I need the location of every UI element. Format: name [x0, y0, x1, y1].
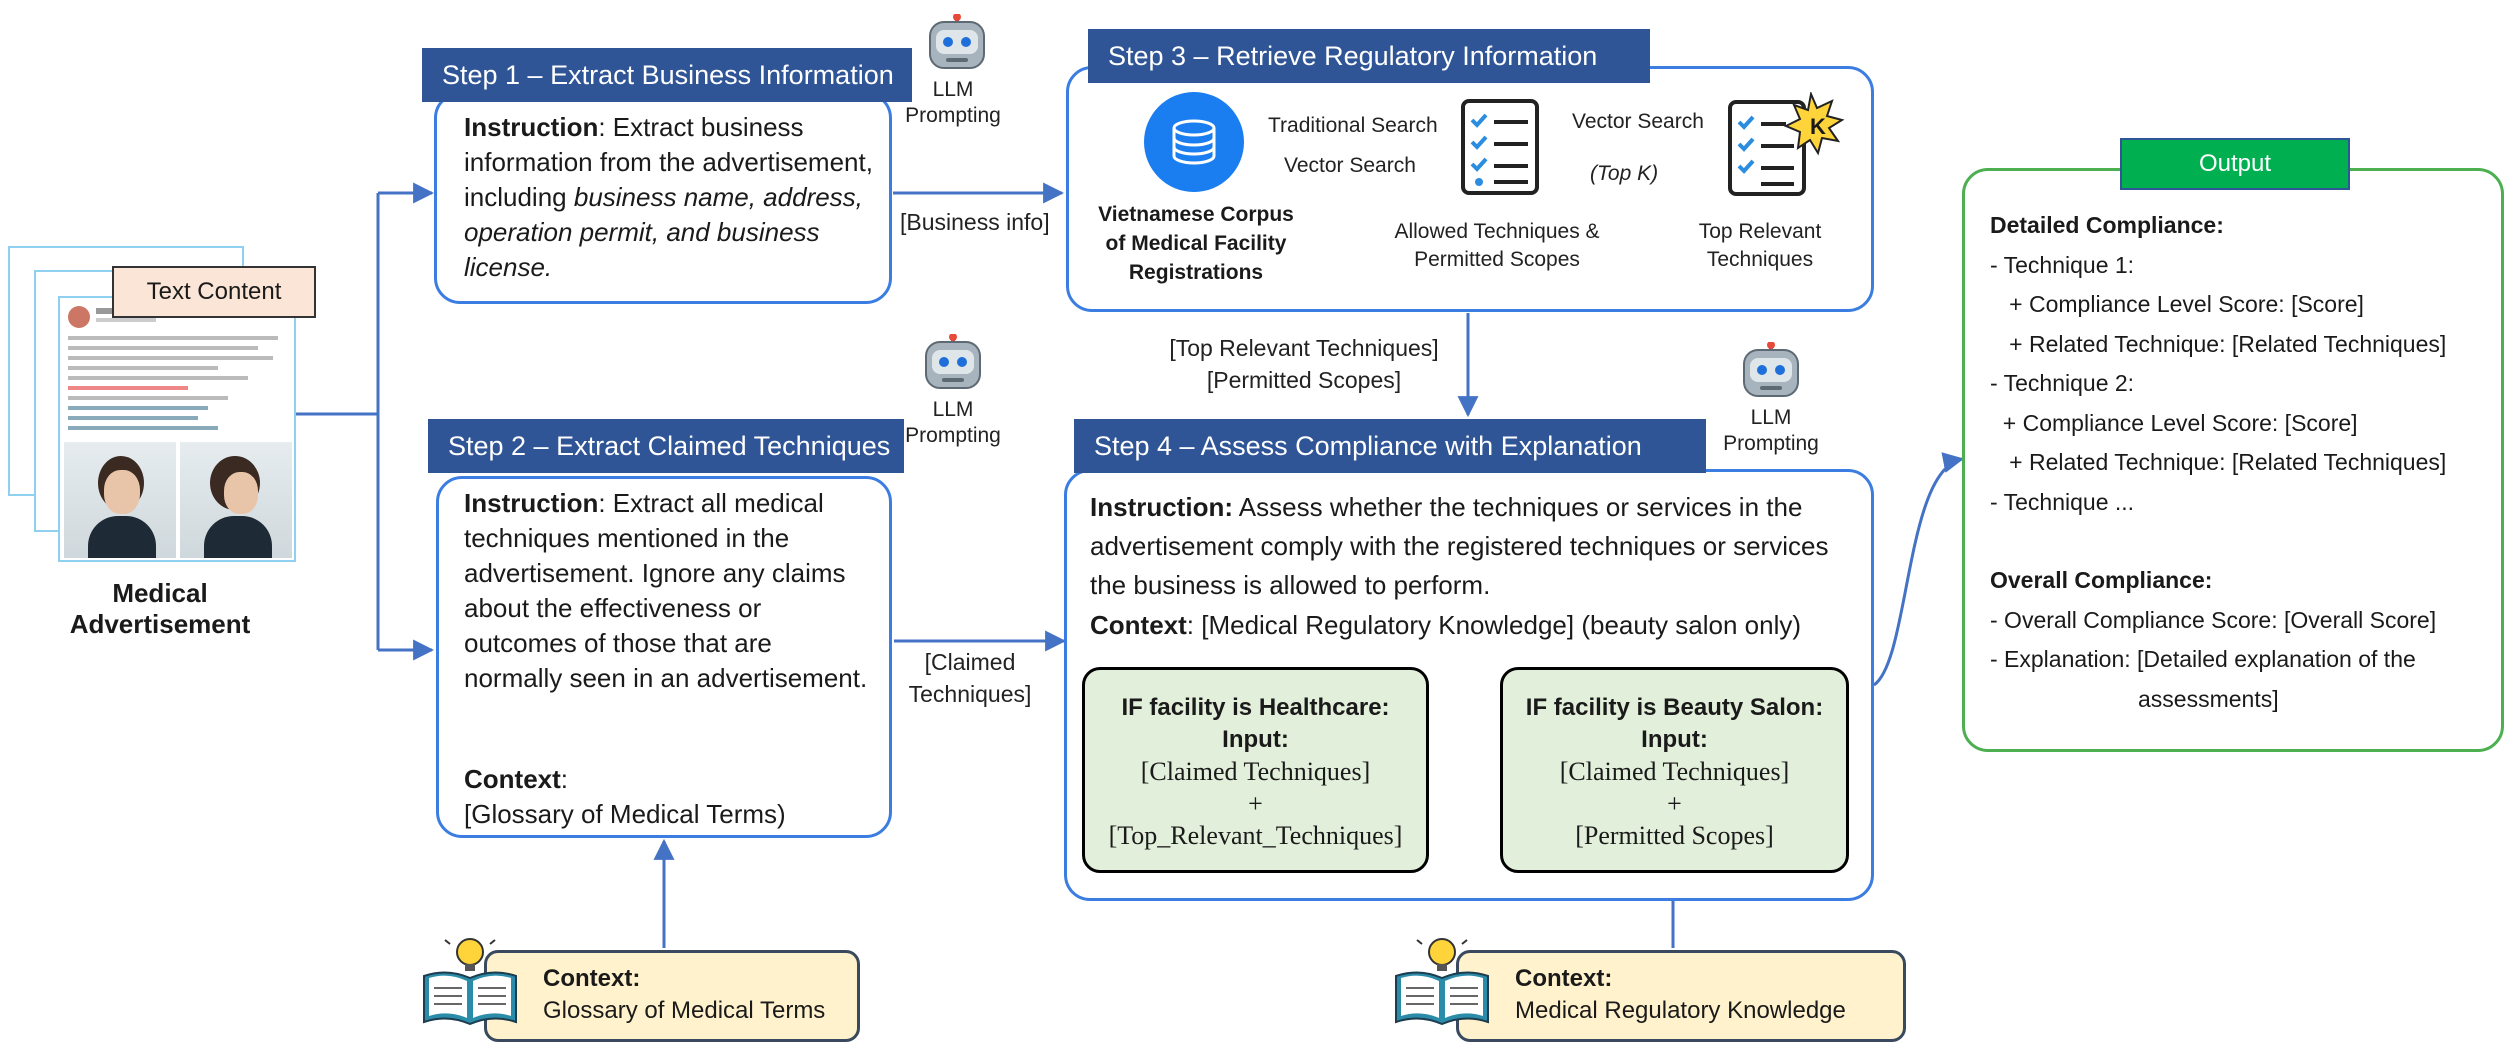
output-line: + Related Technique: [Related Techniques… [1990, 449, 2447, 475]
ad-page-front [58, 296, 296, 562]
llm-label-1-line2: Prompting [905, 104, 1001, 127]
ad-photo-left [64, 442, 176, 558]
llm-label-4-line1: LLM [1750, 406, 1792, 429]
step2-context: Context: [Glossary of Medical Terms) [464, 762, 874, 832]
permitted-scopes-arrow-label: [Permitted Scopes] [1206, 367, 1402, 393]
detailed-compliance-title: Detailed Compliance: [1990, 212, 2224, 238]
book-bulb-icon-regulatory [1392, 934, 1492, 1030]
output-line: + Compliance Level Score: [Score] [1990, 291, 2364, 317]
step3-header: Step 3 – Retrieve Regulatory Information [1088, 29, 1650, 83]
regulatory-context-box: Context: Medical Regulatory Knowledge [1456, 950, 1906, 1042]
output-line: - Technique ... [1990, 488, 2135, 515]
llm-label-4-line2: Prompting [1723, 432, 1819, 455]
top-relevant-arrow-label: [Top Relevant Techniques] [1169, 335, 1439, 361]
k-badge: K [1810, 114, 1826, 139]
glossary-context-box: Context: Glossary of Medical Terms [484, 950, 860, 1042]
beauty-line1: [Claimed Techniques] [1559, 757, 1790, 786]
robot-icon-step1 [926, 13, 988, 76]
robot-icon-step4 [1740, 341, 1802, 404]
output-line: - Technique 2: [1990, 370, 2135, 396]
output-header: Output [2120, 138, 2350, 190]
top-k-checklist-icon [1726, 90, 1846, 202]
output-content: Detailed Compliance: - Technique 1: + Co… [1990, 206, 2490, 719]
overall-line: - Explanation: [Detailed explanation of … [1990, 646, 2416, 672]
step1-box [434, 92, 892, 304]
medical-advertisement-label: Medical Advertisement [69, 578, 251, 639]
step4-instruction: Instruction: Assess whether the techniqu… [1090, 488, 1860, 605]
glossary-context-text: Glossary of Medical Terms [543, 997, 826, 1024]
step2-context-label: Context [464, 764, 561, 794]
step2-context-text: [Glossary of Medical Terms) [464, 799, 786, 829]
claimed-arrow-label-1: [Claimed [924, 649, 1016, 675]
step1-instruction: Instruction: Extract business informatio… [464, 110, 874, 285]
healthcare-line1: [Claimed Techniques] [1140, 757, 1371, 786]
healthcare-condition-box: IF facility is Healthcare: Input: [Claim… [1082, 667, 1429, 873]
claimed-arrow-label-2: Techniques] [908, 681, 1032, 707]
output-line: + Related Technique: [Related Techniques… [1990, 330, 2447, 357]
robot-icon-step2 [922, 333, 984, 396]
vector-search-label-1: Vector Search [1284, 154, 1416, 177]
business-info-label: [Business info] [900, 209, 1050, 235]
traditional-search-label: Traditional Search [1268, 114, 1438, 137]
step1-header: Step 1 – Extract Business Information [422, 48, 912, 102]
step2-instruction-text: : Extract all medical techniques mention… [464, 488, 868, 693]
step2-instruction: Instruction: Extract all medical techniq… [464, 486, 874, 696]
top-relevant-label: Top Relevant Techniques [1698, 220, 1822, 271]
output-line: - Technique 1: [1990, 251, 2135, 278]
step4-context-label: Context [1090, 610, 1187, 640]
llm-label-2-line2: Prompting [905, 424, 1001, 447]
step1-instruction-italic: business name, address, operation permit… [464, 182, 863, 282]
vector-search-label-2: Vector Search [1572, 110, 1704, 133]
llm-label-1-line1: LLM [932, 78, 974, 101]
step2-instruction-label: Instruction [464, 488, 599, 518]
book-bulb-icon-glossary [420, 930, 520, 1030]
allowed-techniques-label: Allowed Techniques & Permitted Scopes [1394, 220, 1600, 271]
step2-context-colon: : [560, 764, 569, 794]
beauty-line2: [Permitted Scopes] [1575, 821, 1774, 850]
healthcare-line2: [Top_Relevant_Techniques] [1108, 821, 1403, 850]
regulatory-context-text: Medical Regulatory Knowledge [1515, 997, 1846, 1024]
overall-line: - Overall Compliance Score: [Overall Sco… [1990, 606, 2437, 633]
corpus-label: Vietnamese Corpus of Medical Facility Re… [1098, 203, 1294, 284]
step2-box [436, 476, 892, 838]
advertisement-stack: Text Content [8, 246, 316, 562]
step4-header: Step 4 – Assess Compliance with Explanat… [1074, 419, 1706, 473]
healthcare-plus: + [1248, 789, 1263, 818]
beauty-input-label: Input: [1641, 726, 1708, 753]
step2-header: Step 2 – Extract Claimed Techniques [428, 419, 904, 473]
overall-line: assessments] [2138, 685, 2279, 712]
beauty-condition-box: IF facility is Beauty Salon: Input: [Cla… [1500, 667, 1849, 873]
step1-instruction-text: : Extract business information from the … [464, 112, 873, 212]
glossary-context-label: Context: [543, 965, 641, 992]
step1-instruction-label: Instruction [464, 112, 599, 142]
step4-context-text: : [Medical Regulatory Knowledge] (beauty… [1186, 610, 1802, 640]
output-line: + Compliance Level Score: [Score] [1990, 409, 2358, 436]
ad-photo-right [180, 442, 292, 558]
llm-label-2-line1: LLM [932, 398, 974, 421]
step4-instruction-text: Assess whether the techniques or service… [1090, 492, 1829, 600]
database-icon [1144, 92, 1244, 192]
step4-instruction-label: Instruction: [1090, 492, 1233, 522]
top-k-label: (Top K) [1590, 162, 1659, 185]
beauty-plus: + [1667, 789, 1682, 818]
overall-compliance-title: Overall Compliance: [1990, 567, 2213, 593]
text-content-label: Text Content [112, 266, 316, 318]
regulatory-context-label: Context: [1515, 965, 1613, 992]
healthcare-title: IF facility is Healthcare: [1121, 694, 1390, 721]
beauty-title: IF facility is Beauty Salon: [1525, 694, 1824, 721]
healthcare-input-label: Input: [1222, 726, 1289, 753]
output-box [1962, 168, 2504, 752]
step4-context: Context: [Medical Regulatory Knowledge] … [1090, 608, 1860, 643]
arrow-step4-to-output [1873, 452, 1965, 687]
checklist-icon [1460, 98, 1540, 196]
